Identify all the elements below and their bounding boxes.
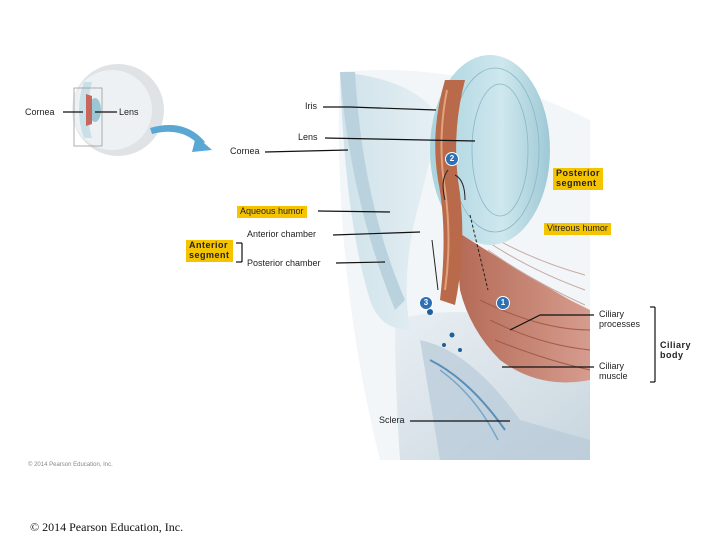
label-ciliary-processes: Ciliary processes xyxy=(599,309,641,330)
badge-1: 1 xyxy=(496,296,510,310)
label-ciliary-body-line1: Ciliary xyxy=(660,340,692,350)
label-ciliary-muscle-line2: muscle xyxy=(599,370,628,381)
label-anterior-segment-line2: segment xyxy=(189,249,230,260)
thumbnail-eye xyxy=(72,64,212,156)
label-sclera: Sclera xyxy=(379,415,405,425)
label-ciliary-body-line2: body xyxy=(660,349,684,360)
label-posterior-segment-line1: Posterior xyxy=(556,168,601,178)
label-lens-small: Lens xyxy=(119,107,139,117)
main-eye-section xyxy=(338,55,591,460)
label-posterior-segment-line2: segment xyxy=(556,177,597,188)
copyright-large: © 2014 Pearson Education, Inc. xyxy=(30,520,184,534)
label-ciliary-processes-line1: Ciliary xyxy=(599,309,625,319)
badge-3: 3 xyxy=(419,296,433,310)
label-ciliary-processes-line2: processes xyxy=(599,318,641,329)
label-anterior-segment-line1: Anterior xyxy=(189,240,229,250)
leader-lines xyxy=(63,106,656,422)
badge-2: 2 xyxy=(445,152,459,166)
label-iris: Iris xyxy=(305,101,317,111)
label-posterior-chamber: Posterior chamber xyxy=(247,258,321,268)
label-cornea-small: Cornea xyxy=(25,107,55,117)
label-vitreous-humor: Vitreous humor xyxy=(544,223,611,235)
copyright-small: © 2014 Pearson Education, Inc. xyxy=(28,462,113,468)
label-ciliary-muscle-line1: Ciliary xyxy=(599,361,625,371)
label-cornea: Cornea xyxy=(230,146,260,156)
label-lens: Lens xyxy=(298,132,318,142)
label-aqueous-humor: Aqueous humor xyxy=(237,206,307,218)
label-anterior-segment: Anterior segment xyxy=(186,240,233,262)
label-ciliary-body: Ciliary body xyxy=(660,340,692,361)
label-anterior-chamber: Anterior chamber xyxy=(247,229,317,239)
label-posterior-segment: Posterior segment xyxy=(553,168,604,190)
label-ciliary-muscle: Ciliary muscle xyxy=(599,361,628,382)
